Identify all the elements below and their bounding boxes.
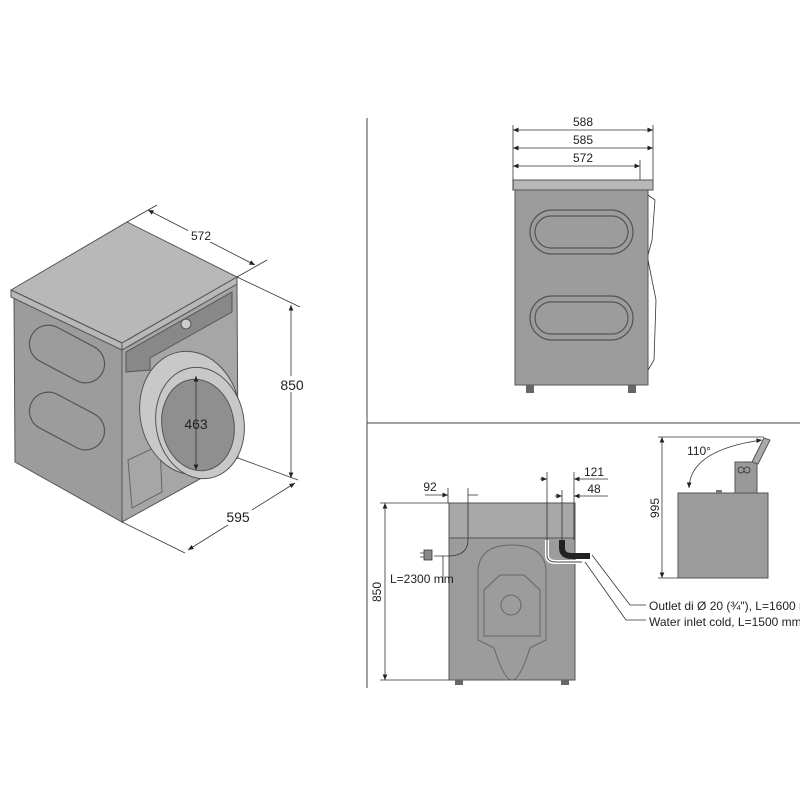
rear-panel-outline [477,544,547,681]
lid-height-dimension: 995 [648,498,662,518]
rear-view: 850 92 121 48 L=2300 mm Outlet di Ø 20 (… [370,465,800,685]
program-knob [180,318,192,330]
outlet-hose-label: Outlet di Ø 20 (¾"), L=1600 mm [649,599,800,613]
depth-dimension: 572 [191,229,211,243]
inlet-offset-dimension: 121 [584,465,604,479]
inlet-hose-label: Water inlet cold, L=1500 mm [649,615,800,629]
side-dim-588: 588 [573,115,593,129]
inlet-hose [546,540,582,563]
filter-hatch [127,444,163,509]
height-dimension: 850 [280,377,304,393]
cable-length-label: L=2300 mm [390,572,454,586]
door-dimension: 463 [184,416,208,432]
plug-icon [420,549,433,561]
top-edge-right [121,276,238,351]
rear-top-section [448,502,576,539]
side-body [514,189,649,386]
open-lid [751,437,771,465]
outlet-hose [559,540,590,559]
rear-height-dimension: 850 [370,582,384,602]
lid-view-body [677,492,769,579]
power-cable [434,539,469,557]
lid-open-view: 995 110° [648,436,771,579]
side-view: 588 585 572 [512,115,657,393]
panel-dividers [366,118,800,688]
cable-offset-dimension: 92 [423,480,437,494]
isometric-view: 463 572 850 595 [9,204,306,554]
control-panel [125,291,233,373]
side-recess-upper [28,324,106,384]
width-dimension: 595 [226,509,250,525]
outlet-offset-dimension: 48 [587,482,601,496]
side-recess-lower [28,391,106,451]
lid-angle-label: 110° [687,444,711,458]
side-dim-572: 572 [573,151,593,165]
side-dim-585: 585 [573,133,593,147]
side-top-plate [512,179,654,191]
